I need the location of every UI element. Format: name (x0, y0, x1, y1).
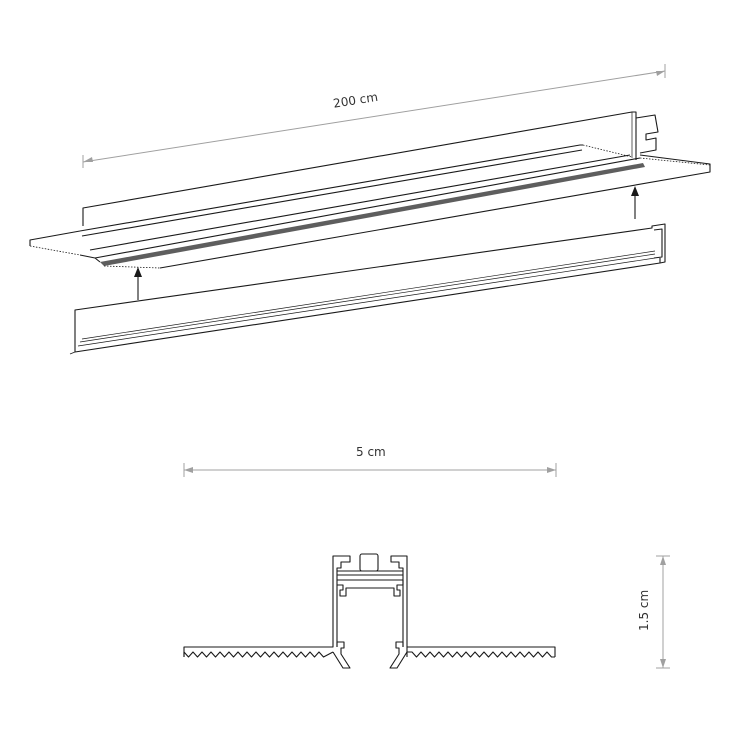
assembly-arrows (134, 186, 639, 300)
width-dimension: 5 cm (183, 445, 557, 477)
channel-slot (100, 163, 645, 266)
inner-rail (337, 579, 404, 597)
insert-line-1 (77, 257, 656, 347)
flange-top-edge (79, 144, 583, 232)
left-wall (183, 555, 351, 657)
length-dimension: 200 cm (82, 64, 666, 168)
right-flange (159, 154, 711, 269)
right-foot (389, 641, 408, 669)
length-dimension-line (82, 70, 666, 163)
insert-end-profile (653, 228, 663, 259)
arrowhead-right-icon (656, 71, 665, 76)
left-flange (29, 230, 81, 246)
channel-edge-2 (94, 157, 641, 259)
left-foot (332, 641, 351, 669)
right-serration (407, 651, 555, 658)
arrow-up-icon (134, 267, 142, 277)
connector-cap (359, 553, 379, 572)
cut-edge-right (582, 144, 633, 158)
arrowhead-left-icon (83, 157, 93, 162)
cut-edge-left (29, 245, 81, 256)
cross-section (183, 553, 556, 669)
right-wall (390, 555, 408, 647)
height-label: 1.5 cm (637, 590, 651, 631)
arrowhead-down-icon (660, 659, 666, 668)
insert-line-3 (81, 250, 656, 340)
insert-lip (69, 351, 76, 355)
height-dimension: 1.5 cm (637, 555, 670, 669)
insert-line-2 (79, 253, 656, 343)
arrowhead-left-icon (184, 467, 193, 473)
arrowhead-right-icon (547, 467, 556, 473)
channel-left-end (79, 254, 101, 263)
width-label: 5 cm (356, 445, 386, 459)
insert-bottom-edge (74, 258, 661, 353)
insert-outline (74, 223, 666, 352)
cut-edge-left-2 (103, 265, 161, 269)
upper-profile (29, 111, 711, 269)
channel-edge-1 (89, 154, 631, 251)
lower-profile (69, 223, 666, 355)
arrow-up-icon (631, 186, 639, 196)
length-label: 200 cm (332, 90, 379, 111)
end-cap-profile (635, 114, 659, 154)
left-serration (183, 651, 334, 658)
arrowhead-up-icon (660, 556, 666, 565)
flange-inner-edge (81, 149, 583, 237)
